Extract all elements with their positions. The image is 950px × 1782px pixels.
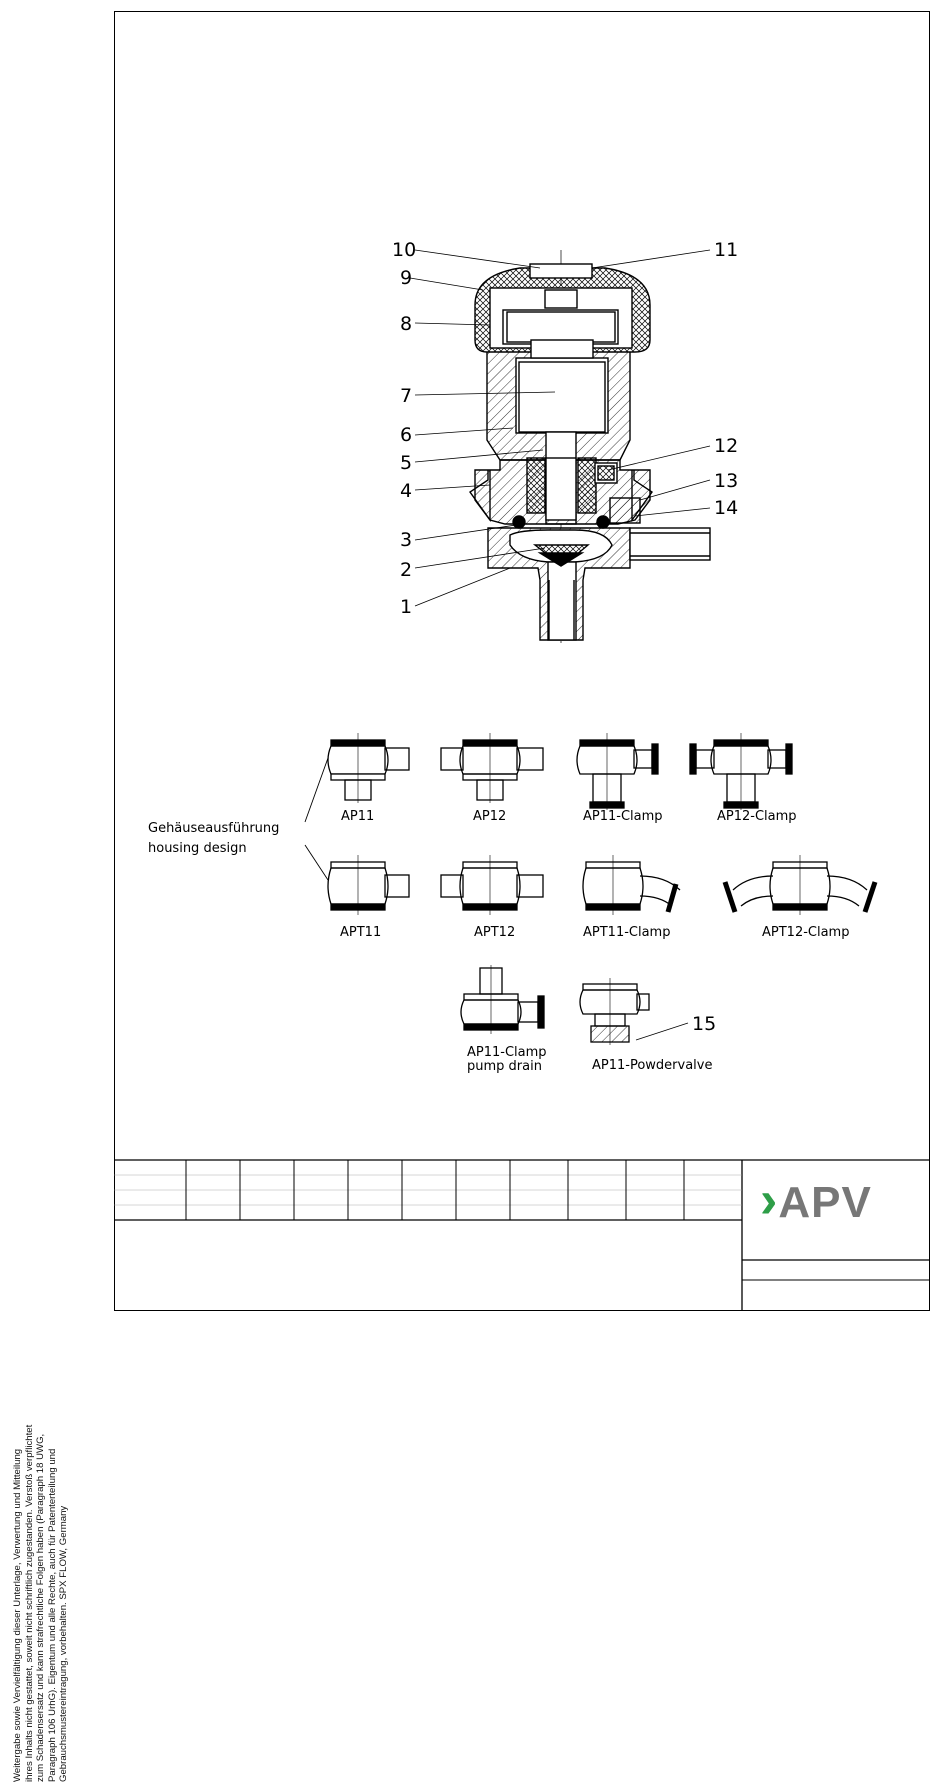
variant-ap12-clamp xyxy=(689,733,793,810)
valve-cross-section xyxy=(409,249,711,1041)
variant-apt12-clamp xyxy=(722,855,878,915)
callout-13: 13 xyxy=(714,470,738,492)
callout-5: 5 xyxy=(400,452,412,474)
callout-4: 4 xyxy=(400,480,412,502)
label-ap12: AP12 xyxy=(473,809,506,824)
label-apt12: APT12 xyxy=(474,925,515,940)
technical-drawing: 1 2 3 4 5 6 7 8 9 10 11 12 13 14 15 xyxy=(114,239,930,1311)
label-pump-drain-2: pump drain xyxy=(467,1059,542,1074)
housing-label-de: Gehäuseausführung xyxy=(148,821,279,836)
callout-10: 10 xyxy=(392,239,416,261)
callout-3: 3 xyxy=(400,529,412,551)
label-ap11-clamp: AP11-Clamp xyxy=(583,809,663,824)
variant-labels: AP11 AP12 AP11-Clamp AP12-Clamp APT11 AP… xyxy=(148,809,849,1074)
housing-label-en: housing design xyxy=(148,841,247,856)
label-pump-drain-1: AP11-Clamp xyxy=(467,1045,547,1060)
variant-pump-drain xyxy=(460,965,545,1034)
apv-logo: ›APV xyxy=(760,1170,872,1230)
variant-powdervalve xyxy=(579,978,650,1045)
callout-14: 14 xyxy=(714,497,738,519)
variant-ap12 xyxy=(440,733,544,803)
callout-6: 6 xyxy=(400,424,412,446)
label-apt12-clamp: APT12-Clamp xyxy=(762,925,849,940)
variant-apt11-clamp xyxy=(582,855,681,915)
callout-9: 9 xyxy=(400,267,412,289)
variant-apt12 xyxy=(440,855,544,915)
callout-1: 1 xyxy=(400,596,412,618)
title-block xyxy=(114,1159,930,1311)
callout-2: 2 xyxy=(400,559,412,581)
variant-ap11 xyxy=(327,733,410,803)
label-apt11: APT11 xyxy=(340,925,381,940)
callout-numbers: 1 2 3 4 5 6 7 8 9 10 11 12 13 14 15 xyxy=(392,239,738,1035)
callout-7: 7 xyxy=(400,385,412,407)
label-powdervalve: AP11-Powdervalve xyxy=(592,1058,713,1073)
label-ap12-clamp: AP12-Clamp xyxy=(717,809,797,824)
label-ap11: AP11 xyxy=(341,809,374,824)
housing-variants xyxy=(304,733,878,1045)
logo-mark-icon: › xyxy=(760,1171,779,1229)
drawing-frame xyxy=(114,11,930,1311)
callout-15: 15 xyxy=(692,1013,716,1035)
callout-12: 12 xyxy=(714,435,738,457)
variant-apt11 xyxy=(327,855,410,915)
label-apt11-clamp: APT11-Clamp xyxy=(583,925,670,940)
logo-text: APV xyxy=(778,1178,872,1227)
variant-ap11-clamp xyxy=(576,733,659,810)
callout-8: 8 xyxy=(400,313,412,335)
callout-11: 11 xyxy=(714,239,738,261)
